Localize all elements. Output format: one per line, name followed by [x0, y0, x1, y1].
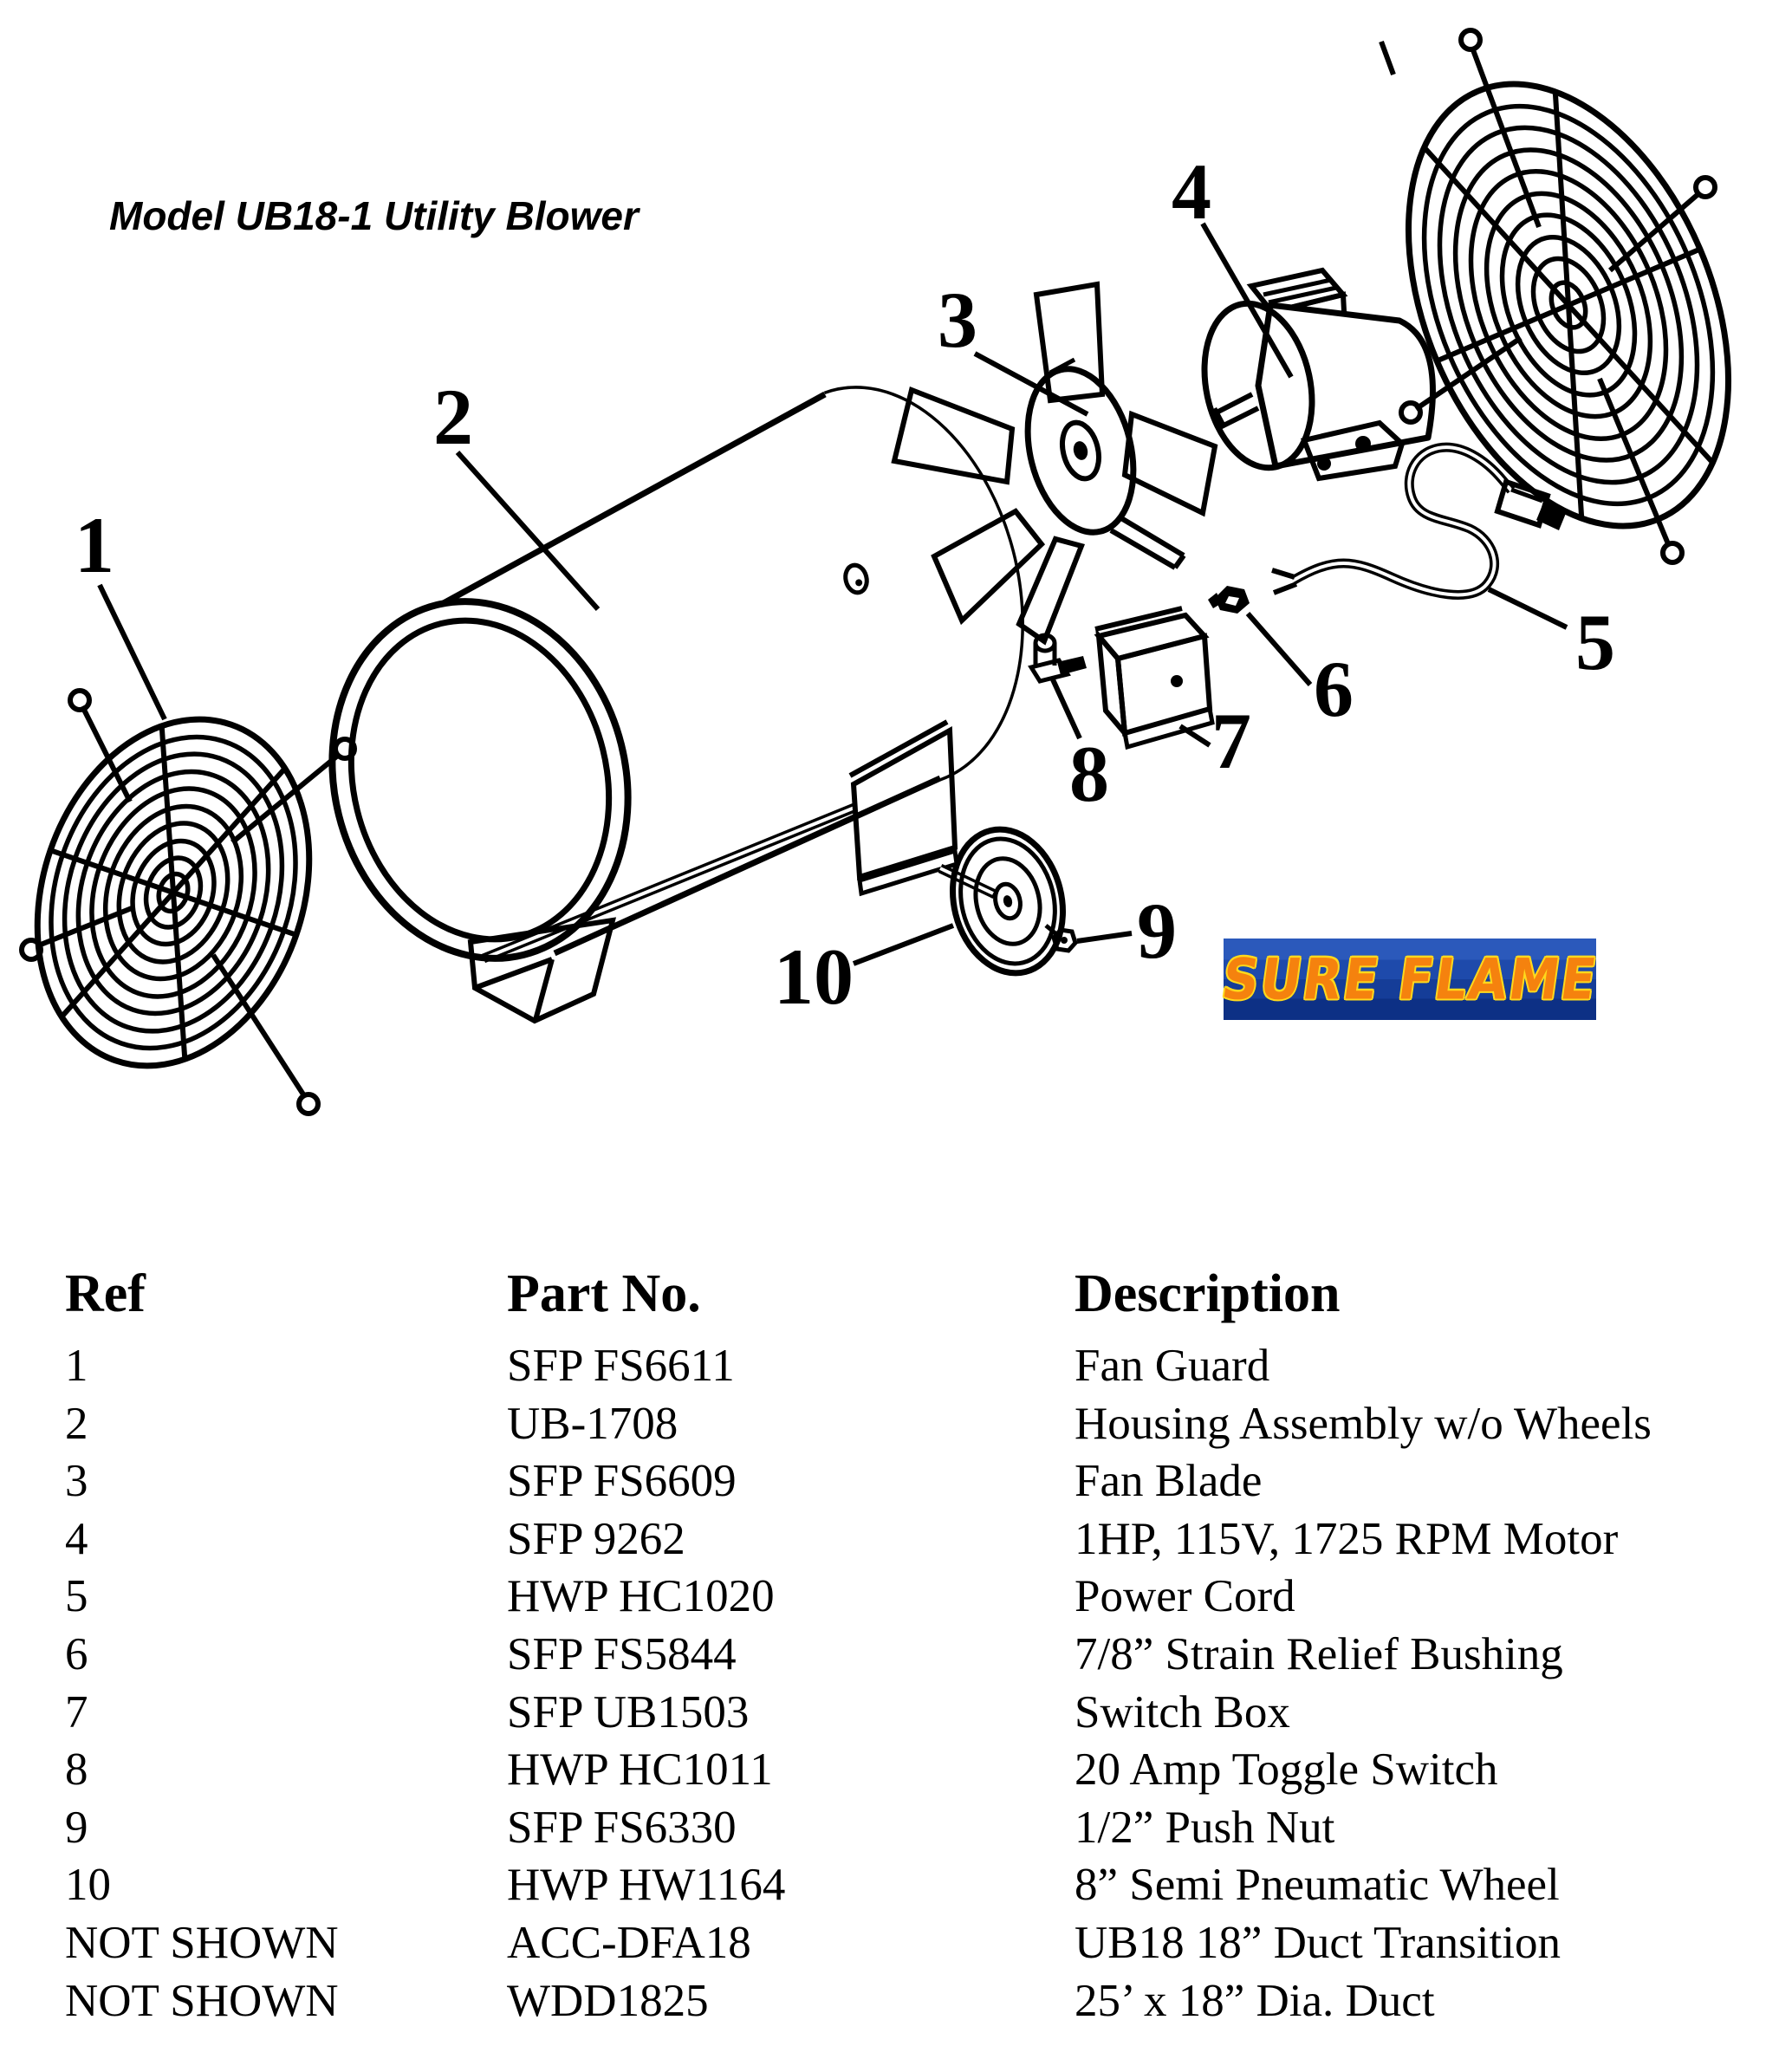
- cell-description: UB18 18” Duct Transition: [1075, 1917, 1561, 1968]
- callout-10-leader: [852, 923, 955, 966]
- housing-drawing: [328, 386, 1024, 1024]
- cell-ref: 6: [65, 1628, 88, 1679]
- cell-ref: 3: [65, 1456, 88, 1507]
- cell-part-no: WDD1825: [507, 1975, 709, 2026]
- cell-description: Fan Guard: [1075, 1341, 1270, 1391]
- fan-guard-right-drawing: [1379, 28, 1731, 565]
- callout-leaders: [97, 222, 1568, 966]
- table-row: 8 HWP HC1011 20 Amp Toggle Switch: [65, 1744, 1737, 1802]
- toggle-switch-drawing: [1028, 633, 1087, 684]
- callout-6: 6: [1314, 645, 1354, 733]
- callout-4: 4: [1172, 147, 1211, 236]
- callout-7: 7: [1211, 697, 1251, 785]
- cell-description: Housing Assembly w/o Wheels: [1075, 1398, 1652, 1449]
- strain-relief-bushing-drawing: [1208, 586, 1250, 614]
- fan-guard-left-drawing: [19, 688, 357, 1116]
- cell-part-no: UB-1708: [507, 1398, 678, 1449]
- cell-part-no: HWP HC1020: [507, 1571, 775, 1622]
- cell-ref: 4: [65, 1513, 88, 1564]
- table-row: 7 SFP UB1503 Switch Box: [65, 1686, 1737, 1744]
- callout-1-leader: [97, 583, 167, 721]
- cell-ref: 9: [65, 1802, 88, 1853]
- motor-drawing: [1201, 267, 1436, 482]
- callout-8: 8: [1069, 730, 1109, 818]
- callout-2-leader: [455, 450, 601, 612]
- cell-description: 1/2” Push Nut: [1075, 1802, 1335, 1853]
- table-row: NOT SHOWN WDD1825 25’ x 18” Dia. Duct: [65, 1975, 1737, 2033]
- header-description: Description: [1075, 1264, 1341, 1323]
- cell-description: 25’ x 18” Dia. Duct: [1075, 1975, 1435, 2026]
- callout-8-leader: [1049, 676, 1082, 740]
- cell-ref: 8: [65, 1744, 88, 1796]
- cell-part-no: HWP HC1011: [507, 1744, 773, 1796]
- cell-description: 1HP, 115V, 1725 RPM Motor: [1075, 1513, 1619, 1564]
- cell-part-no: ACC-DFA18: [507, 1917, 751, 1968]
- table-row: 2 UB-1708 Housing Assembly w/o Wheels: [65, 1398, 1737, 1456]
- callout-9: 9: [1137, 887, 1177, 975]
- callout-10: 10: [774, 932, 854, 1021]
- cell-description: 7/8” Strain Relief Bushing: [1075, 1628, 1563, 1679]
- parts-table-header: Ref Part No. Description: [65, 1263, 1737, 1340]
- sure-flame-logo: SURE FLAME: [1218, 939, 1601, 1020]
- callout-5: 5: [1575, 598, 1615, 686]
- table-row: 6 SFP FS5844 7/8” Strain Relief Bushing: [65, 1628, 1737, 1686]
- cell-ref: 1: [65, 1341, 88, 1391]
- table-row: 9 SFP FS6330 1/2” Push Nut: [65, 1802, 1737, 1860]
- cell-part-no: SFP FS6330: [507, 1802, 737, 1853]
- cell-ref: 2: [65, 1398, 88, 1449]
- parts-table: Ref Part No. Description 1 SFP FS6611 Fa…: [65, 1263, 1737, 2032]
- callout-6-leader: [1245, 612, 1313, 686]
- callout-7-leader: [1178, 724, 1211, 748]
- cell-part-no: SFP FS5844: [507, 1628, 737, 1679]
- exploded-view-diagram: 1 2 3 4 5 6 7 8 9 10: [19, 28, 1731, 1116]
- page-title: Model UB18-1 Utility Blower: [109, 193, 639, 238]
- cell-description: 8” Semi Pneumatic Wheel: [1075, 1860, 1560, 1911]
- table-row: 3 SFP FS6609 Fan Blade: [65, 1455, 1737, 1513]
- cell-part-no: SFP FS6611: [507, 1341, 735, 1391]
- cell-description: Fan Blade: [1075, 1456, 1263, 1507]
- table-row: 4 SFP 9262 1HP, 115V, 1725 RPM Motor: [65, 1513, 1737, 1571]
- table-row: 5 HWP HC1020 Power Cord: [65, 1570, 1737, 1628]
- cell-part-no: SFP UB1503: [507, 1686, 750, 1737]
- cell-part-no: HWP HW1164: [507, 1860, 786, 1911]
- fan-blade-drawing: [891, 281, 1218, 646]
- cell-ref: NOT SHOWN: [65, 1975, 339, 2026]
- cell-description: Switch Box: [1075, 1686, 1290, 1737]
- callout-2: 2: [433, 373, 473, 461]
- cell-ref: 10: [65, 1860, 111, 1911]
- header-ref: Ref: [65, 1264, 146, 1323]
- callout-4-leader: [1200, 222, 1294, 379]
- cell-part-no: SFP FS6609: [507, 1456, 737, 1507]
- callout-9-leader: [1076, 931, 1133, 944]
- cell-ref: 5: [65, 1571, 88, 1622]
- callout-1: 1: [75, 501, 114, 589]
- cell-description: 20 Amp Toggle Switch: [1075, 1744, 1498, 1796]
- table-row: 10 HWP HW1164 8” Semi Pneumatic Wheel: [65, 1859, 1737, 1917]
- cell-part-no: SFP 9262: [507, 1513, 685, 1564]
- header-part-no: Part No.: [507, 1264, 701, 1323]
- power-cord-drawing: [1271, 442, 1567, 600]
- housing-leg: [467, 917, 617, 1024]
- table-row: NOT SHOWN ACC-DFA18 UB18 18” Duct Transi…: [65, 1917, 1737, 1975]
- sure-flame-logo-text: SURE FLAME: [1217, 945, 1602, 1013]
- table-row: 1 SFP FS6611 Fan Guard: [65, 1340, 1737, 1398]
- switch-box-drawing: [1094, 606, 1215, 750]
- callout-5-leader: [1487, 587, 1568, 630]
- callout-numbers: 1 2 3 4 5 6 7 8 9 10: [75, 147, 1615, 1021]
- cell-ref: NOT SHOWN: [65, 1917, 339, 1968]
- cell-description: Power Cord: [1075, 1571, 1295, 1622]
- cell-ref: 7: [65, 1686, 88, 1737]
- callout-3: 3: [938, 276, 977, 364]
- wheel-drawing: [950, 826, 1066, 977]
- callout-3-leader: [973, 351, 1089, 417]
